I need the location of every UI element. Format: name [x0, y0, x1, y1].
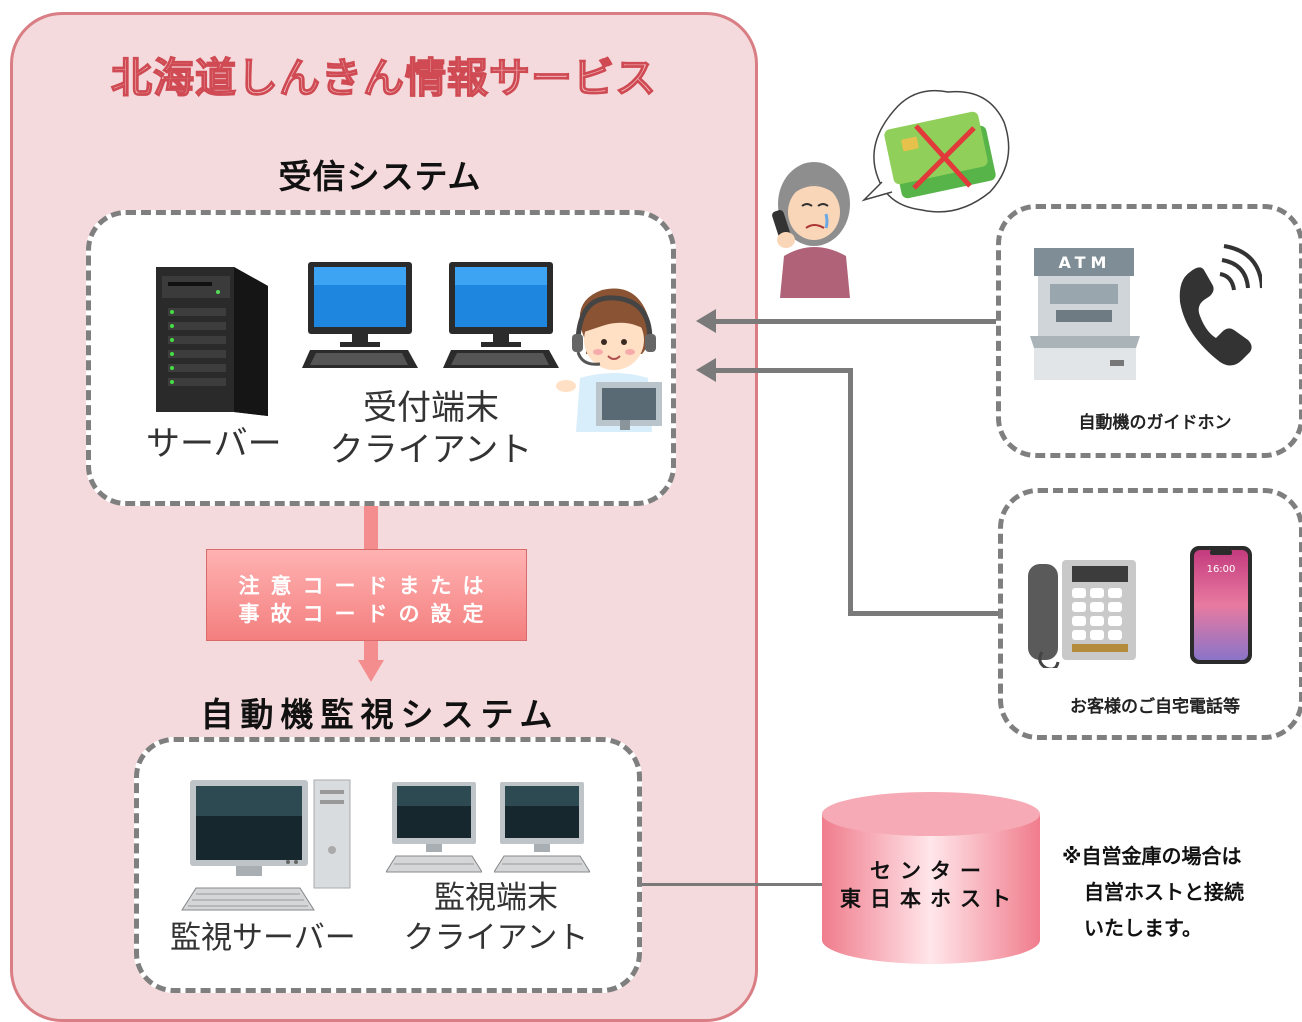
organization-title: 北海道しんきん情報サービス: [110, 53, 657, 102]
reception-terminal-icon: [302, 262, 418, 368]
monitoring-terminal-icon: [494, 782, 590, 873]
landline-phone-icon: [1028, 560, 1136, 668]
atm-guide-phone-box: [996, 204, 1302, 458]
atm-guide-phone-label: 自動機のガイドホン: [1078, 413, 1232, 433]
host-database-label: センター 東日本ホスト: [822, 857, 1038, 914]
reception-terminal-icon: [443, 262, 559, 368]
note-line3: いたします。: [1084, 916, 1202, 940]
code-setting-box: [206, 549, 527, 641]
atm-connector-arrowhead: [696, 309, 716, 333]
atm-connector-line: [712, 319, 998, 324]
monitoring-server-label: 監視サーバー: [170, 920, 356, 956]
speech-bubble-icon: [861, 89, 1010, 213]
flow-arrow-head: [358, 660, 384, 682]
elderly-customer-icon: [772, 162, 850, 298]
smartphone-icon: [1190, 546, 1252, 664]
smartphone-clock: 16:00: [1206, 564, 1236, 575]
code-setting-line1: 注意コードまたは: [238, 574, 495, 598]
reception-system-title: 受信システム: [278, 157, 482, 196]
home-connector-line: [848, 611, 998, 616]
host-line2: 東日本ホスト: [840, 887, 1020, 912]
monitoring-client-label: クライアント: [403, 920, 589, 956]
home-connector-line: [848, 368, 853, 615]
operator-icon: [556, 288, 662, 432]
phone-handset-icon: [1179, 244, 1262, 366]
host-line1: センター: [870, 859, 990, 883]
server-icon: [156, 267, 268, 416]
home-phone-label: お客様のご自宅電話等: [1070, 697, 1240, 717]
server-label: サーバー: [146, 424, 282, 464]
monitoring-system-title: 自動機監視システム: [200, 695, 560, 734]
self-managed-note: ※自営金庫の場合は 自営ホストと接続 いたします。: [1062, 838, 1244, 946]
home-connector-line: [712, 368, 852, 373]
note-line2: 自営ホストと接続: [1084, 880, 1244, 904]
reception-client-label: クライアント: [329, 430, 533, 470]
reception-terminal-label: 受付端末: [363, 388, 499, 428]
code-setting-line2: 事故コードの設定: [238, 602, 495, 626]
atm-sign: ATM: [1058, 253, 1112, 272]
monitoring-server-icon: [181, 779, 351, 911]
monitoring-terminal-label: 監視端末: [434, 880, 558, 916]
host-connector-line: [642, 883, 824, 886]
host-database-icon: [822, 792, 1040, 964]
note-line1: ※自営金庫の場合は: [1062, 844, 1242, 868]
monitoring-terminal-icon: [386, 782, 482, 873]
home-connector-arrowhead: [696, 358, 716, 382]
atm-icon: [1030, 248, 1140, 380]
